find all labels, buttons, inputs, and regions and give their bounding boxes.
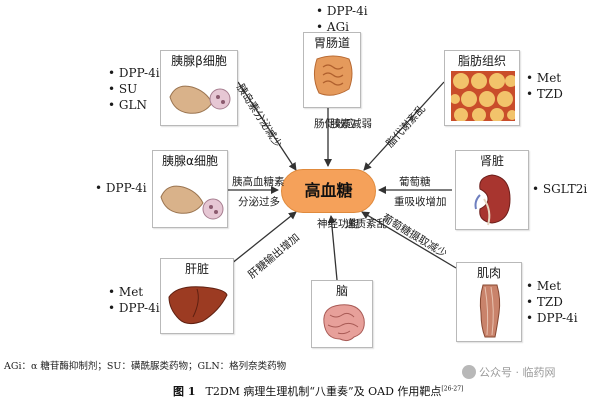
node-fat-tissue: 脂肪组织: [444, 50, 520, 126]
pancreas-alpha-icon: [160, 185, 224, 220]
watermark-text: 公众号 · 临药网: [479, 366, 556, 379]
arrow-brain: [327, 215, 338, 281]
center-label: 高血糖: [304, 181, 353, 200]
gut-drug-list: • DPP-4i • AGi: [316, 3, 368, 35]
node-beta-cell: 胰腺β细胞: [160, 50, 238, 126]
watermark: 公众号 · 临药网: [462, 364, 556, 384]
alpha-title: 胰腺α细胞: [162, 154, 218, 168]
gut-drug-1: • DPP-4i: [316, 4, 368, 18]
gut-drug-2: • AGi: [316, 20, 349, 34]
beta-drug-2: • SU: [108, 82, 138, 96]
fat-drug-2: • TZD: [526, 87, 563, 101]
caption-text: T2DM 病理生理机制“八重奏”及 OAD 作用靶点: [205, 385, 442, 398]
alpha-arrow-label-1: 胰高血糖素: [232, 176, 285, 188]
arrow-beta: [237, 81, 297, 171]
kidney-drug-1: • SGLT2i: [532, 182, 588, 196]
fat-drug-list: • Met • TZD: [526, 70, 563, 102]
fat-title: 脂肪组织: [457, 54, 506, 68]
brain-arrow-label-left: 神经功能: [317, 218, 359, 230]
alpha-drug-1: • DPP-4i: [95, 181, 147, 195]
gut-title: 胃肠道: [313, 36, 350, 50]
node-liver: 肝脏: [160, 258, 234, 334]
liver-icon: [168, 286, 228, 325]
beta-title: 胰腺β细胞: [171, 54, 227, 68]
intestine-icon: [313, 55, 353, 96]
muscle-title: 肌肉: [476, 266, 501, 280]
footnote: AGi：α 糖苷酶抑制剂；SU：磺酰脲类药物；GLN：格列奈类药物: [4, 361, 287, 372]
figure-caption: 图 1 T2DM 病理生理机制“八重奏”及 OAD 作用靶点[26-27]: [173, 383, 463, 399]
kidney-arrow-label-1: 葡萄糖: [399, 176, 431, 188]
node-brain: 脑: [311, 280, 373, 348]
brain-title: 脑: [335, 284, 348, 298]
center-node-hyperglycemia: 高血糖: [281, 169, 376, 213]
beta-drug-list: • DPP-4i • SU • GLN: [108, 65, 160, 113]
muscle-drug-2: • TZD: [526, 295, 563, 309]
node-muscle: 肌肉: [456, 262, 522, 342]
alpha-drug-list: • DPP-4i: [95, 180, 147, 196]
kidney-icon: [474, 174, 511, 226]
beta-drug-1: • DPP-4i: [108, 66, 160, 80]
kidney-drug-list: • SGLT2i: [532, 181, 587, 197]
pancreas-beta-icon: [169, 85, 231, 114]
node-gut: 胃肠道: [303, 32, 361, 108]
kidney-arrow-label-2: 重吸收增加: [394, 196, 447, 208]
node-kidney: 肾脏: [455, 150, 529, 230]
gut-arrow-label-left: 肠促效应: [314, 118, 356, 130]
arrow-muscle: [361, 211, 457, 269]
alpha-arrow-label-2: 分泌过多: [238, 196, 280, 208]
caption-figure-number: 图 1: [173, 385, 196, 398]
brain-arrow-label-right: 递质紊乱: [345, 218, 387, 230]
fat-drug-1: • Met: [526, 71, 562, 85]
liver-drug-1: • Met: [108, 285, 144, 299]
arrow-fat: [363, 81, 445, 171]
wechat-icon: [462, 365, 476, 379]
kidney-title: 肾脏: [479, 154, 504, 168]
muscle-icon: [479, 284, 501, 338]
caption-reference: [26-27]: [441, 385, 464, 393]
gut-arrow-label-right: 胰素减弱: [330, 118, 372, 130]
arrow-liver: [230, 211, 297, 265]
muscle-drug-list: • Met • TZD • DPP-4i: [526, 278, 578, 326]
beta-drug-3: • GLN: [108, 98, 147, 112]
muscle-drug-3: • DPP-4i: [526, 311, 578, 325]
liver-drug-2: • DPP-4i: [108, 301, 160, 315]
muscle-drug-1: • Met: [526, 279, 562, 293]
brain-icon: [323, 304, 365, 342]
fat-tissue-icon: [451, 71, 515, 121]
liver-title: 肝脏: [184, 262, 209, 276]
liver-drug-list: • Met • DPP-4i: [108, 284, 160, 316]
node-alpha-cell: 胰腺α细胞: [152, 150, 228, 228]
